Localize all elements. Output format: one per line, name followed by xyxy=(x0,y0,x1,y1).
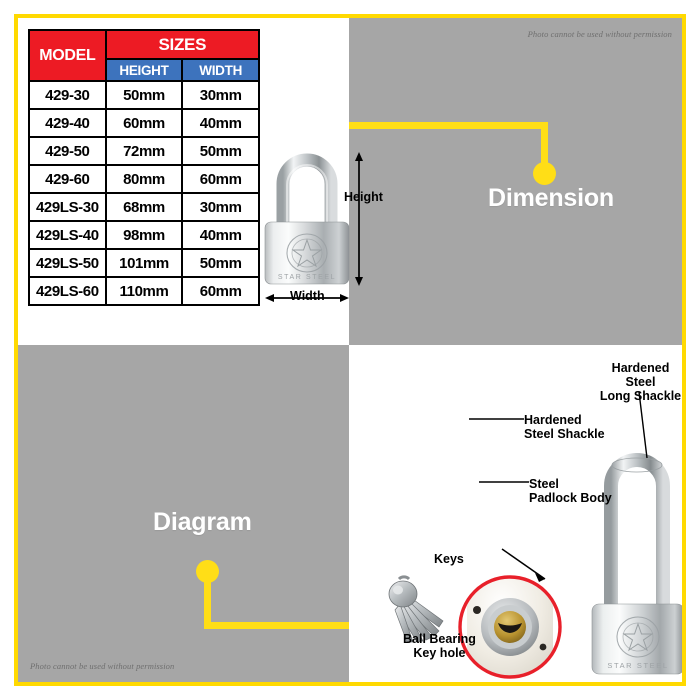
callout-hardened-steel-shackle: Hardened Steel Shackle xyxy=(524,413,605,441)
cell-width: 50mm xyxy=(181,248,260,278)
quadrant-dimension: Photo cannot be used without permission … xyxy=(349,18,682,345)
dimension-connector-vertical xyxy=(541,122,548,170)
dimension-height-label: Height xyxy=(344,190,383,204)
cell-width: 30mm xyxy=(181,192,260,222)
cell-height: 72mm xyxy=(104,136,184,166)
keys-illustration xyxy=(388,575,444,643)
cell-width: 50mm xyxy=(181,136,260,166)
cell-model: 429-40 xyxy=(28,108,107,138)
cell-width: 40mm xyxy=(181,108,260,138)
callout-steel-padlock-body: Steel Padlock Body xyxy=(529,477,612,505)
cell-width: 30mm xyxy=(181,80,260,110)
cell-model: 429LS-30 xyxy=(28,192,107,222)
cell-height: 110mm xyxy=(104,276,184,306)
diagram-connector-vertical xyxy=(204,573,211,628)
svg-text:STAR STEEL: STAR STEEL xyxy=(607,661,668,670)
padlock-long-shackle-illustration: STAR STEEL xyxy=(591,453,682,675)
table-header-row-2: HEIGHT WIDTH xyxy=(29,58,260,82)
callout-hardened-steel-long-shackle: Hardened Steel Long Shackle xyxy=(599,361,682,403)
diagram-connector-horizontal xyxy=(204,622,349,629)
dimension-connector-stub xyxy=(349,122,359,129)
cell-model: 429-30 xyxy=(28,80,107,110)
diagram-connector-dot xyxy=(196,560,219,583)
header-model: MODEL xyxy=(28,29,107,82)
section-label-dimension: Dimension xyxy=(488,184,614,212)
cell-model: 429-50 xyxy=(28,136,107,166)
table-row: 429-40 60mm 40mm xyxy=(28,108,260,138)
quadrant-parts-diagram: STAR STEEL xyxy=(349,345,682,682)
quadrant-spec-table: MODEL SIZES HEIGHT WIDTH 429-30 50mm 30m… xyxy=(18,18,349,345)
callout-ball-bearing-key-hole: Ball Bearing Key hole xyxy=(403,632,476,660)
section-label-diagram: Diagram xyxy=(153,508,252,536)
cell-width: 40mm xyxy=(181,220,260,250)
cell-model: 429LS-40 xyxy=(28,220,107,250)
table-row: 429LS-40 98mm 40mm xyxy=(28,220,260,250)
header-height: HEIGHT xyxy=(104,58,184,82)
dimension-connector-horizontal xyxy=(358,122,548,129)
table-row: 429-60 80mm 60mm xyxy=(28,164,260,194)
header-width: WIDTH xyxy=(181,58,260,82)
cell-width: 60mm xyxy=(181,276,260,306)
dimension-connector-dot xyxy=(533,162,556,185)
specification-table: MODEL SIZES HEIGHT WIDTH 429-30 50mm 30m… xyxy=(28,29,261,306)
cell-height: 80mm xyxy=(104,164,184,194)
dimension-width-label: Width xyxy=(290,289,325,303)
yellow-frame: MODEL SIZES HEIGHT WIDTH 429-30 50mm 30m… xyxy=(14,14,686,686)
cell-height: 50mm xyxy=(104,80,184,110)
table-row: 429-50 72mm 50mm xyxy=(28,136,260,166)
cell-height: 60mm xyxy=(104,108,184,138)
cell-model: 429LS-60 xyxy=(28,276,107,306)
header-sizes: SIZES xyxy=(104,29,261,60)
watermark-top: Photo cannot be used without permission xyxy=(527,29,672,39)
callout-leader-lines xyxy=(469,391,648,582)
padlock-dimension-illustration: STAR STEEL xyxy=(264,152,363,302)
cell-width: 60mm xyxy=(181,164,260,194)
svg-text:STAR STEEL: STAR STEEL xyxy=(278,274,336,281)
callout-keys: Keys xyxy=(434,552,464,566)
table-row: 429LS-50 101mm 50mm xyxy=(28,248,260,278)
table-row: 429-30 50mm 30mm xyxy=(28,80,260,110)
cell-height: 68mm xyxy=(104,192,184,222)
cell-height: 98mm xyxy=(104,220,184,250)
cell-model: 429-60 xyxy=(28,164,107,194)
ball-bearing-keyhole-illustration xyxy=(458,575,562,679)
table-header-row-1: MODEL SIZES xyxy=(28,29,261,82)
table-row: 429LS-60 110mm 60mm xyxy=(28,276,260,306)
cell-model: 429LS-50 xyxy=(28,248,107,278)
table-row: 429LS-30 68mm 30mm xyxy=(28,192,260,222)
quadrant-diagram: Photo cannot be used without permission … xyxy=(18,345,349,682)
cell-height: 101mm xyxy=(104,248,184,278)
watermark-bottom: Photo cannot be used without permission xyxy=(30,661,175,671)
